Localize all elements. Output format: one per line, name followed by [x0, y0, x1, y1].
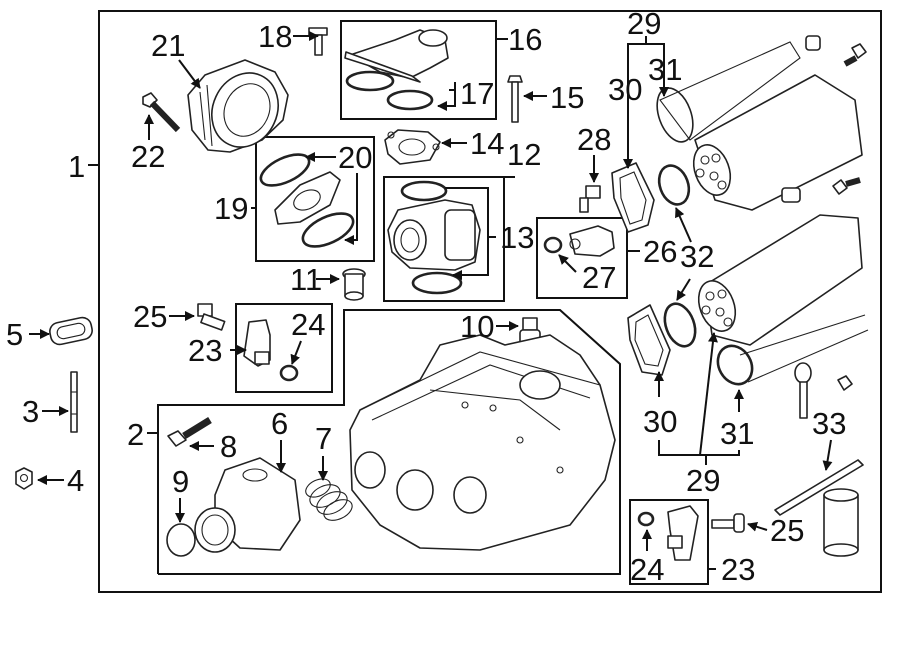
- callout-10: 10: [460, 309, 494, 344]
- callout-19: 19: [214, 191, 248, 226]
- callout-23-top: 23: [188, 333, 222, 368]
- oring-part-27: [543, 236, 563, 254]
- supercharger-part-1: [349, 334, 616, 551]
- callout-31-top: 31: [648, 52, 682, 87]
- seal-part-17a: [345, 70, 395, 92]
- callout-32: 32: [680, 239, 714, 274]
- plug-part-11: [342, 268, 366, 301]
- sensor-part-23a: [243, 319, 271, 367]
- callout-24-bottom: 24: [630, 552, 664, 587]
- flange-part-14: [384, 129, 441, 165]
- callout-30-top: 30: [608, 72, 642, 107]
- seal-part-13a: [400, 180, 448, 202]
- callout-29-top: 29: [627, 6, 661, 41]
- callout-9: 9: [172, 464, 189, 499]
- box-19-20: [255, 136, 375, 262]
- callout-17: 17: [460, 76, 494, 111]
- callout-4: 4: [67, 463, 84, 498]
- callout-14: 14: [470, 126, 504, 161]
- callout-25-bottom: 25: [770, 513, 804, 548]
- callout-5: 5: [6, 317, 23, 352]
- ring-part-31b: [716, 314, 869, 386]
- callout-16: 16: [508, 22, 542, 57]
- seal-part-32a: [657, 164, 691, 206]
- gasket-part-5: [49, 316, 93, 346]
- callout-18: 18: [258, 19, 292, 54]
- callout-15: 15: [550, 80, 584, 115]
- callout-21: 21: [151, 28, 185, 63]
- callout-26: 26: [643, 234, 677, 269]
- oring-part-24b: [637, 511, 655, 527]
- box-16-17: [340, 20, 497, 120]
- throttle-housing-part-21: [187, 59, 289, 153]
- box-23-24-bottom: [629, 499, 709, 585]
- box-23-24-top: [235, 303, 333, 393]
- callout-13: 13: [500, 220, 534, 255]
- cap-part-9: [166, 523, 196, 557]
- sensor-part-23b: [667, 505, 699, 561]
- seal-part-13b: [411, 271, 463, 295]
- filter-part-33: [823, 488, 859, 557]
- callout-23-bottom: 23: [721, 552, 755, 587]
- gasket-part-30b: [627, 304, 671, 376]
- stud-part-3: [70, 371, 78, 433]
- screw-part-18: [308, 27, 328, 56]
- callout-7: 7: [315, 421, 332, 456]
- bolt-part-28: [579, 185, 601, 213]
- bolt-part-25b: [711, 513, 745, 533]
- callout-12: 12: [507, 137, 541, 172]
- box-2-supercharger: [157, 309, 621, 575]
- callout-1: 1: [68, 149, 85, 184]
- box-26-27: [536, 217, 628, 299]
- drift-tool-part-33: [774, 459, 864, 516]
- spring-part-7: [305, 478, 353, 521]
- bolt-part-25a: [197, 303, 226, 331]
- intake-elbow-part-16: [344, 29, 449, 83]
- seal-part-17b: [386, 89, 434, 111]
- main-assembly-frame: [98, 10, 882, 593]
- intercooler-lower-part-29: [697, 177, 863, 346]
- callout-22: 22: [131, 139, 165, 174]
- callout-30-bottom: 30: [643, 404, 677, 439]
- outlet-housing-part-6: [194, 457, 301, 553]
- bolt-part-22: [142, 92, 181, 133]
- callout-31-bottom: 31: [720, 416, 754, 451]
- callout-20: 20: [338, 140, 372, 175]
- throttle-body-part-12: [387, 199, 481, 271]
- sensor-part-26: [569, 225, 615, 257]
- callout-27: 27: [582, 260, 616, 295]
- cover-plate-part-19: [274, 171, 341, 225]
- leader-lines: [29, 31, 833, 570]
- callout-3: 3: [22, 394, 39, 429]
- callout-29-bottom: 29: [686, 463, 720, 498]
- bolt-part-15: [507, 75, 523, 123]
- callout-6: 6: [271, 406, 288, 441]
- callout-25-top: 25: [133, 299, 167, 334]
- callout-labels: 1 2 3 4 5 6 7 8 9 10 11 12 13 14 15 16 1…: [6, 6, 846, 587]
- gasket-part-30a: [611, 162, 655, 233]
- callout-33: 33: [812, 406, 846, 441]
- nut-part-4: [15, 467, 33, 490]
- box-12-13: [383, 176, 505, 302]
- callout-8: 8: [220, 429, 237, 464]
- bracket-part-33: [794, 362, 853, 419]
- callout-11: 11: [290, 262, 322, 297]
- seal-part-32b: [663, 302, 697, 348]
- oring-part-24a: [279, 364, 299, 382]
- intercooler-upper-part-29: [656, 35, 867, 211]
- callout-2: 2: [127, 417, 144, 452]
- callout-24-top: 24: [291, 307, 325, 342]
- bolt-part-8: [167, 417, 212, 447]
- seal-part-20b: [301, 212, 355, 248]
- callout-28: 28: [577, 122, 611, 157]
